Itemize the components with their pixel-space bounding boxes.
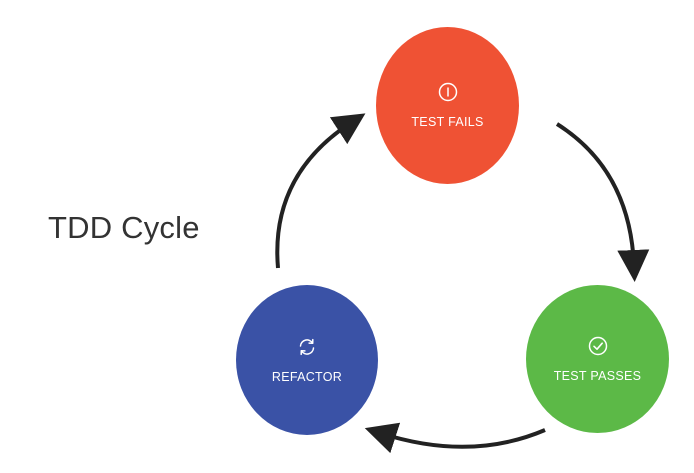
node-label: TEST FAILS bbox=[411, 115, 484, 130]
arrow-fails-to-passes bbox=[555, 122, 650, 282]
node-test-passes: TEST PASSES bbox=[526, 285, 669, 433]
refresh-icon bbox=[299, 338, 315, 355]
diagram-title: TDD Cycle bbox=[48, 210, 200, 245]
node-refactor: REFACTOR bbox=[236, 285, 378, 435]
node-label: REFACTOR bbox=[271, 369, 343, 384]
node-label: TEST PASSES bbox=[553, 368, 642, 383]
node-test-fails: TEST FAILS bbox=[376, 27, 519, 184]
check-circle-icon bbox=[588, 336, 607, 355]
arrow-passes-to-refactor bbox=[364, 422, 546, 454]
alert-circle-icon bbox=[438, 83, 457, 102]
arrow-refactor-to-fails bbox=[275, 113, 366, 269]
